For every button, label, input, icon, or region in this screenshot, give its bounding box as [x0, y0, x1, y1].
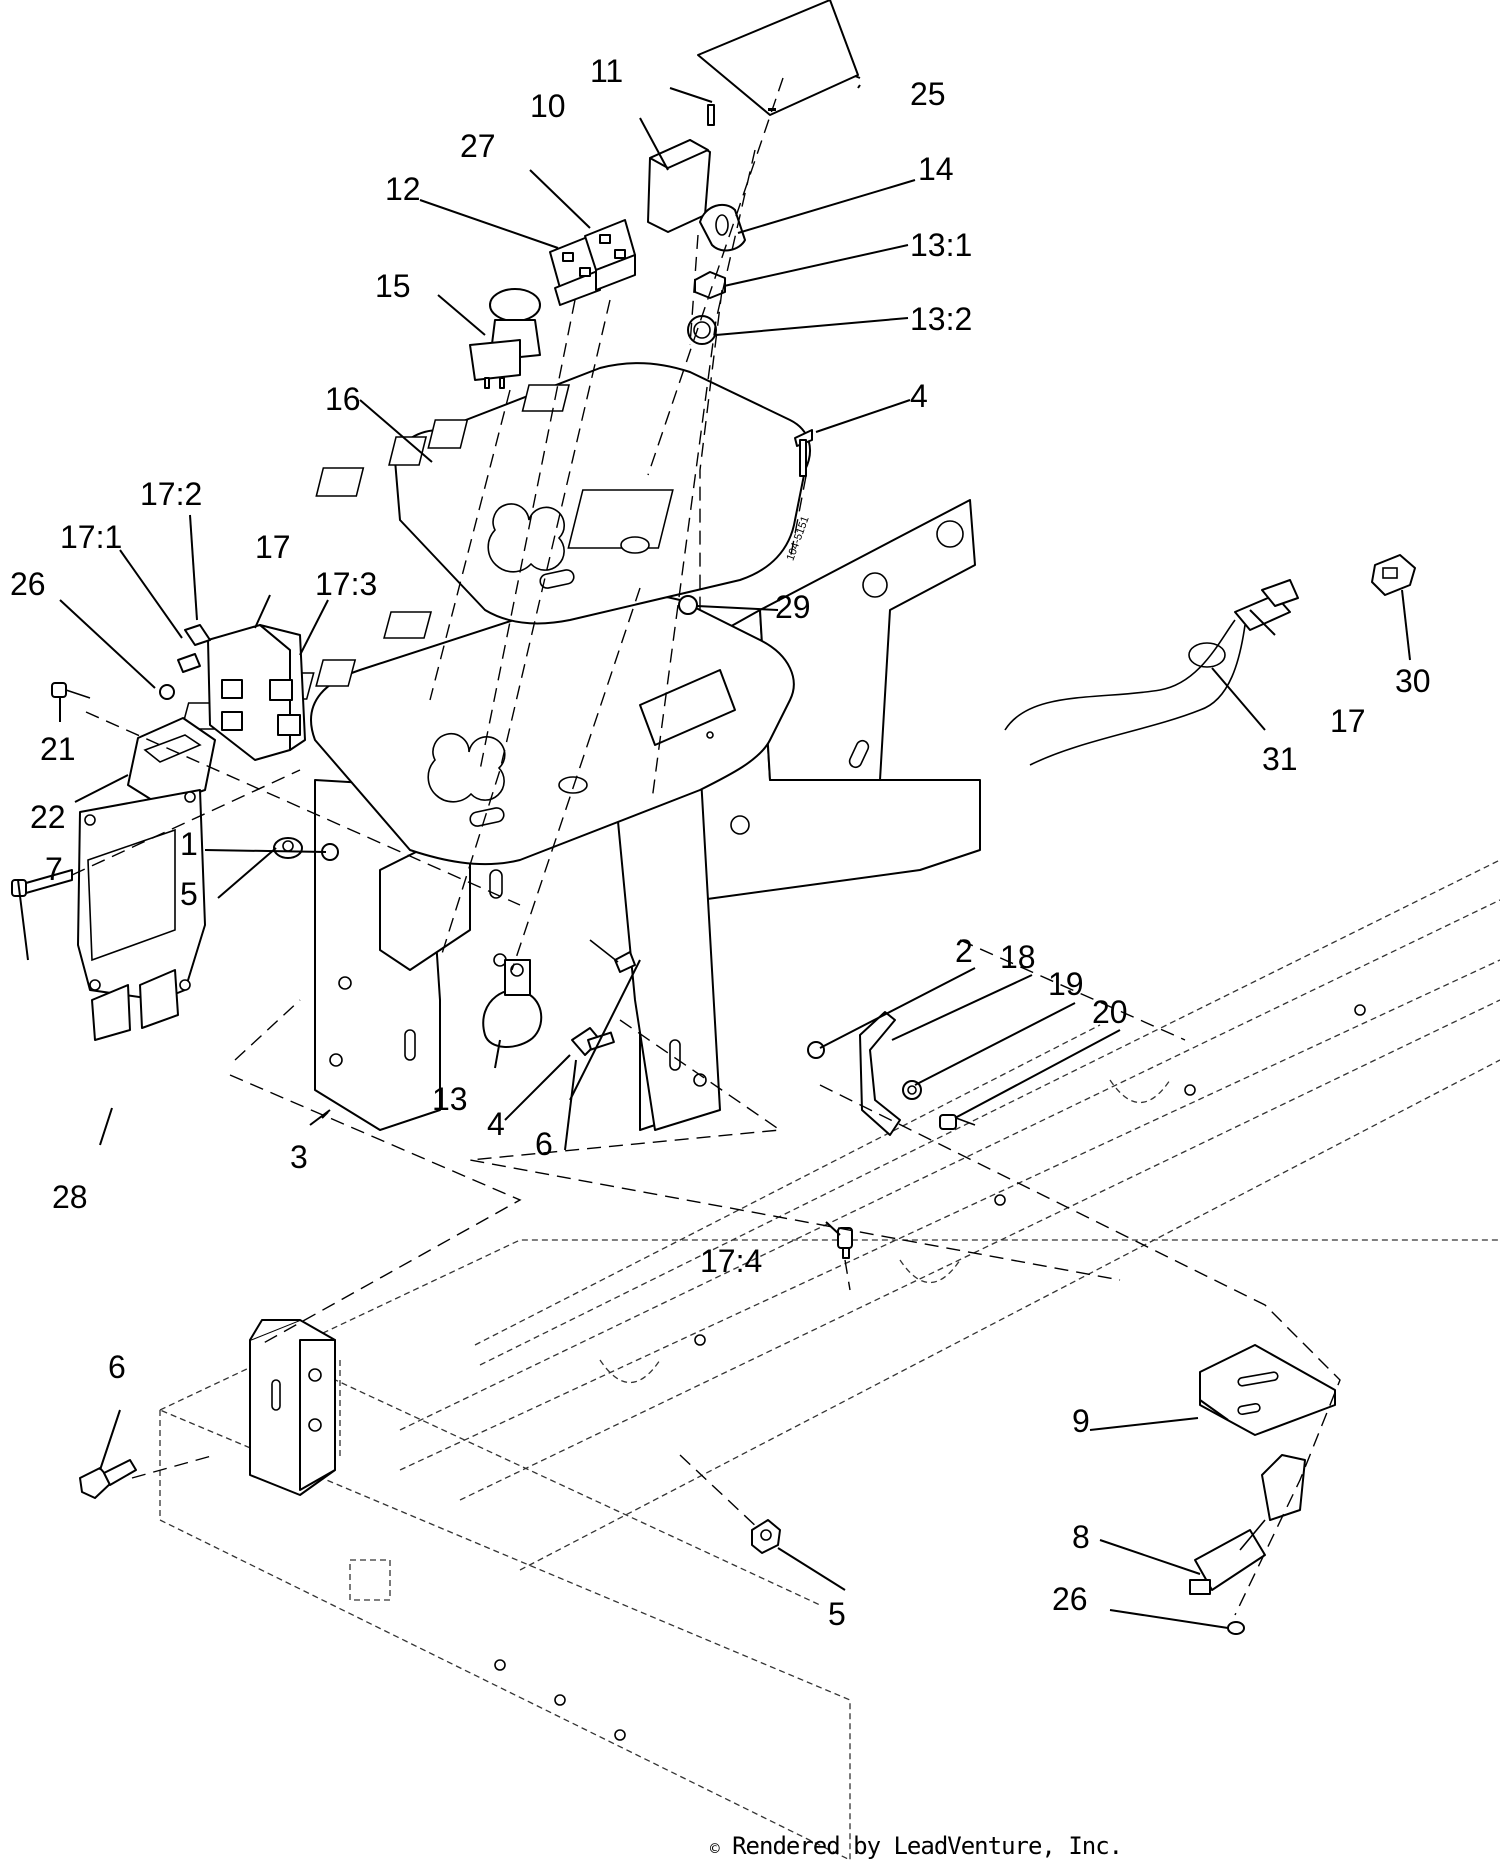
callout-6-lower: 6 — [108, 1349, 126, 1385]
callout-7: 7 — [45, 851, 63, 887]
callout-2: 2 — [955, 933, 973, 969]
callout-13: 13 — [432, 1081, 468, 1117]
callout-6-upper: 6 — [535, 1126, 553, 1162]
callout-9: 9 — [1072, 1403, 1090, 1439]
callout-30: 30 — [1395, 663, 1431, 699]
callout-17-4: 17:4 — [700, 1243, 762, 1279]
push-button-switch — [469, 288, 541, 389]
callout-1: 1 — [180, 826, 198, 862]
callout-18: 18 — [1000, 939, 1036, 975]
callout-11: 11 — [590, 53, 623, 89]
callout-16: 16 — [325, 381, 361, 417]
decal — [697, 0, 859, 116]
leader-lines — [17, 75, 1411, 1629]
callout-4-top: 4 — [910, 378, 928, 414]
callout-17-3: 17:3 — [315, 566, 377, 602]
wiring-harness — [1004, 579, 1299, 766]
callout-10: 10 — [530, 88, 566, 124]
callout-15: 15 — [375, 268, 411, 304]
callout-3: 3 — [290, 1139, 308, 1175]
callout-17-2: 17:2 — [140, 476, 202, 512]
callout-8: 8 — [1072, 1519, 1090, 1555]
seat-switch — [1189, 1454, 1306, 1595]
callout-25: 25 — [910, 76, 946, 112]
callout-17-top: 17 — [255, 529, 291, 565]
callout-4-lower: 4 — [487, 1106, 505, 1142]
frame-mount-bracket — [249, 1319, 336, 1496]
callout-5-lower: 5 — [828, 1596, 846, 1632]
callout-21: 21 — [40, 731, 76, 767]
relay-assembly — [159, 624, 306, 761]
assembly-lines — [71, 77, 1341, 1616]
callout-31: 31 — [1262, 741, 1298, 777]
callout-20: 20 — [1092, 994, 1128, 1030]
callout-13-2: 13:2 — [910, 301, 972, 337]
callout-29: 29 — [775, 589, 811, 625]
callout-22: 22 — [30, 799, 66, 835]
linkage-arm — [807, 1011, 976, 1136]
screw — [51, 682, 91, 699]
callout-5-top: 5 — [180, 876, 198, 912]
relay — [127, 717, 216, 806]
callout-labels: 11 25 10 27 14 12 13:1 15 13:2 4 16 17:2… — [10, 53, 1431, 1632]
sensor — [837, 1227, 853, 1259]
callout-17-harness: 17 — [1330, 703, 1366, 739]
mower-frame — [159, 859, 1500, 1862]
flange-nut — [273, 837, 303, 859]
nut — [678, 595, 698, 615]
callout-26-lower: 26 — [1052, 1581, 1088, 1617]
frame-bolt — [79, 1459, 137, 1499]
bracket-bolts — [571, 939, 636, 1056]
render-credit-text: Rendered by LeadVenture, Inc. — [732, 1832, 1123, 1860]
bolt — [11, 869, 73, 897]
callout-19: 19 — [1048, 966, 1084, 1002]
connector — [1371, 554, 1416, 596]
rocker-switches — [549, 219, 636, 306]
nut — [1227, 1621, 1245, 1635]
ignition-switch — [482, 959, 543, 1048]
callout-13-1: 13:1 — [910, 227, 972, 263]
render-credit: © Rendered by LeadVenture, Inc. — [710, 1832, 1123, 1860]
callout-12: 12 — [385, 171, 421, 207]
callout-26-top: 26 — [10, 566, 46, 602]
top-screw — [794, 429, 813, 477]
upper-console-plate: 104-5151 — [315, 362, 812, 625]
switch-bracket — [1199, 1344, 1336, 1436]
lower-console-plate — [180, 592, 795, 866]
frame-nut — [751, 1519, 781, 1554]
callout-28: 28 — [52, 1179, 88, 1215]
callout-27: 27 — [460, 128, 496, 164]
electronic-controller — [77, 789, 206, 1041]
callout-17-1: 17:1 — [60, 519, 122, 555]
callout-14: 14 — [918, 151, 954, 187]
copyright-symbol: © — [710, 1839, 720, 1858]
